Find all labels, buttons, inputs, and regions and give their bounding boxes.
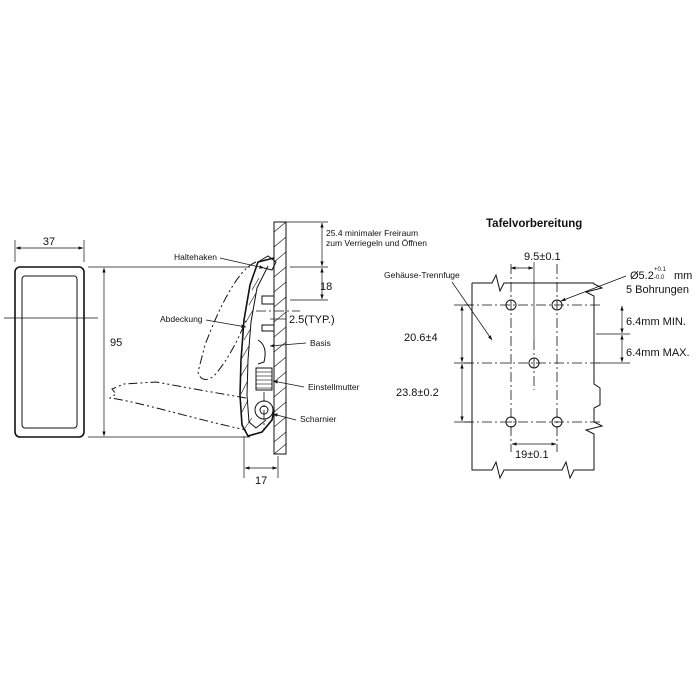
clearance-label-line2: zum Verriegeln und Öffnen [326, 238, 427, 248]
phantom-lower-lever [108, 381, 247, 431]
panel-prep: Tafelvorbereitung 9.5±0.1 Ø5.2 +0.1 -0.0… [384, 218, 692, 480]
adjusting-nut [255, 367, 273, 391]
clearance-label-line1: 25.4 minimaler Freiraum [326, 228, 418, 238]
dim-17-label: 17 [255, 475, 267, 487]
dim-typ-label: 2.5(TYP.) [289, 314, 335, 326]
hole-center [528, 357, 540, 369]
dim-left-upper-label: 20.6±4 [404, 332, 438, 344]
front-outer-body [14, 266, 85, 438]
callout-nut-leader [272, 380, 305, 388]
hole-dia-prefix: Ø5.2 [630, 270, 654, 282]
hole-dia-unit: mm [674, 270, 692, 282]
callout-base-leader [269, 342, 307, 348]
panel-prep-title: Tafelvorbereitung [486, 218, 582, 230]
phantom-upper-lever [197, 261, 257, 380]
callout-hinge-leader [272, 413, 297, 421]
adjusting-nut-thread [256, 371, 272, 389]
hole-bottom-right [551, 416, 563, 428]
front-inner-window [21, 275, 78, 429]
hole-tol-plus: +0.1 [654, 267, 667, 273]
dim-18-label: 18 [320, 281, 332, 293]
latch-shell-hatching [240, 277, 260, 429]
front-width-label: 37 [43, 236, 55, 248]
latch-shell-inner [246, 265, 269, 429]
callout-cover-label: Abdeckung [160, 314, 203, 324]
housing-split-label: Gehäuse-Trennfuge [384, 270, 460, 280]
callout-hook-leader [219, 257, 265, 269]
base-block-top [261, 295, 275, 305]
callout-hook-label: Haltehaken [174, 252, 217, 262]
hole-spacing-bottom-label: 19±0.1 [515, 449, 549, 461]
hole-dia-leader [560, 275, 627, 302]
front-view: 37 95 [4, 236, 250, 438]
holding-hook [257, 255, 277, 271]
callout-cover-leader [205, 319, 247, 328]
dim-left-lower-label: 23.8±0.2 [396, 387, 439, 399]
hole-top-left [505, 299, 517, 311]
base-curve [257, 339, 266, 365]
hole-spacing-top-label: 9.5±0.1 [524, 251, 561, 263]
hole-bottom-left [505, 416, 517, 428]
dim-right-max-label: 6.4mm MAX. [626, 347, 690, 359]
base-block-mid [261, 324, 275, 332]
latch-shell-outer [239, 257, 275, 437]
callout-nut-label: Einstellmutter [308, 382, 360, 392]
front-height-label: 95 [110, 337, 122, 349]
housing-split-leader [451, 281, 493, 341]
panel-wall-hatching [273, 221, 287, 455]
callout-base-label: Basis [310, 338, 331, 348]
hole-top-right [551, 299, 563, 311]
panel-outline [471, 273, 604, 480]
hole-tol-minus: -0.0 [654, 275, 665, 281]
panel-wall [273, 221, 287, 455]
dim-right-min-label: 6.4mm MIN. [626, 316, 686, 328]
holes-count-label: 5 Bohrungen [626, 284, 689, 296]
side-view: 25.4 minimaler Freiraum zum Verriegeln u… [108, 221, 427, 487]
callout-hinge-label: Scharnier [300, 414, 337, 424]
